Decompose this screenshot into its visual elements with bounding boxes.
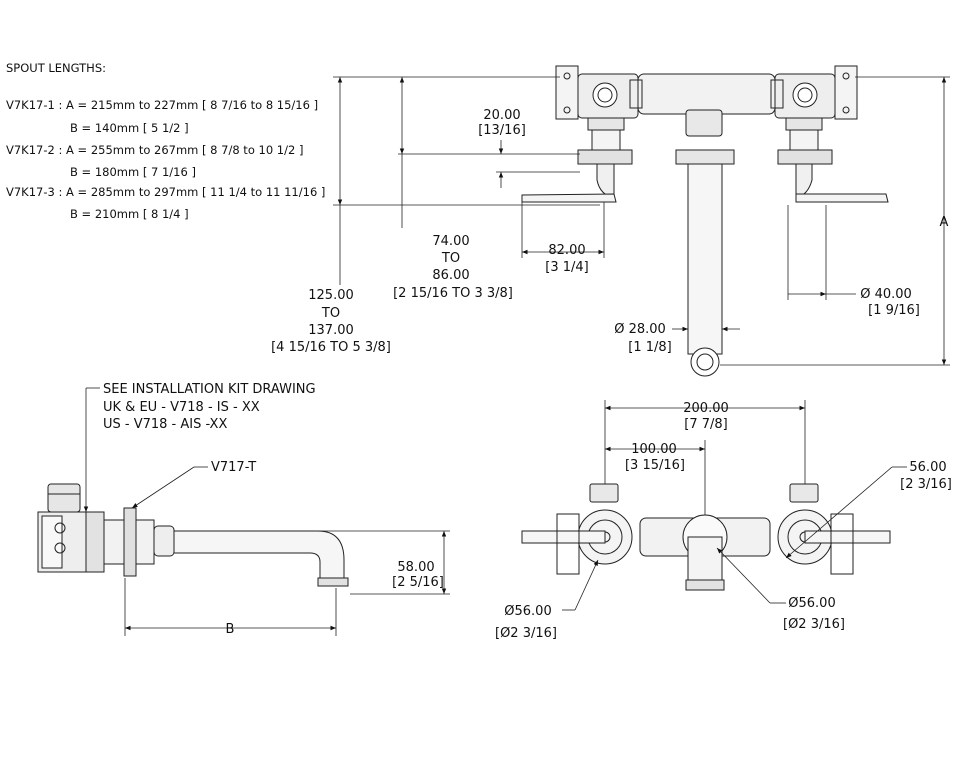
front-elevation xyxy=(521,65,889,377)
dim-200: 200.00 xyxy=(683,401,729,416)
dim-74-in: [2 15/16 TO 3 3/8] xyxy=(393,286,513,301)
install-kit-uk-eu: UK & EU - V718 - IS - XX xyxy=(103,400,260,415)
spout-lengths-heading: SPOUT LENGTHS: xyxy=(6,61,107,75)
dim-56-mid-in: [Ø2 3/16] xyxy=(783,617,845,632)
dim-20: 20.00 xyxy=(483,108,520,123)
dim-125-c: 137.00 xyxy=(308,323,354,338)
dim-56-mid: Ø56.00 xyxy=(788,596,835,611)
dim-100: 100.00 xyxy=(631,442,677,457)
dim-125-in: [4 15/16 TO 5 3/8] xyxy=(271,340,391,355)
top-view xyxy=(521,483,891,591)
dim-56-right-in: [2 3/16] xyxy=(900,477,952,492)
dim-20-in: [13/16] xyxy=(478,123,526,138)
spec-b-3: B = 210mm [ 8 1/4 ] xyxy=(70,207,189,221)
side-view xyxy=(37,483,349,587)
dim-28-in: [1 1/8] xyxy=(628,340,671,355)
dim-56-right: 56.00 xyxy=(909,460,946,475)
part-v717-t: V717-T xyxy=(211,460,256,475)
dim-82: 82.00 xyxy=(548,243,585,258)
dim-125-a: 125.00 xyxy=(308,288,354,303)
dim-74-a: 74.00 xyxy=(432,234,469,249)
side-dimensions xyxy=(83,387,450,636)
label-a: A xyxy=(940,215,949,230)
spec-model-2: V7K17-2 : xyxy=(6,143,63,157)
dim-28: Ø 28.00 xyxy=(614,322,666,337)
dim-56-left: Ø56.00 xyxy=(504,604,551,619)
dim-56-left-in: [Ø2 3/16] xyxy=(495,626,557,641)
dim-40-in: [1 9/16] xyxy=(868,303,920,318)
dim-74-c: 86.00 xyxy=(432,268,469,283)
front-dimensions xyxy=(333,76,950,366)
spec-model-3: V7K17-3 : xyxy=(6,185,63,199)
spec-a-1: A = 215mm to 227mm [ 8 7/16 to 8 15/16 ] xyxy=(66,98,319,112)
dim-82-in: [3 1/4] xyxy=(545,260,588,275)
spec-a-3: A = 285mm to 297mm [ 11 1/4 to 11 11/16 … xyxy=(66,185,326,199)
dim-125-b: TO xyxy=(321,306,340,321)
dim-74-b: TO xyxy=(441,251,460,266)
install-kit-note: SEE INSTALLATION KIT DRAWING xyxy=(103,382,316,397)
spec-a-2: A = 255mm to 267mm [ 8 7/8 to 10 1/2 ] xyxy=(66,143,304,157)
dim-100-in: [3 15/16] xyxy=(625,458,685,473)
install-kit-us: US - V718 - AIS -XX xyxy=(103,417,227,432)
dim-58-in: [2 5/16] xyxy=(392,575,444,590)
spec-b-1: B = 140mm [ 5 1/2 ] xyxy=(70,121,189,135)
spec-b-2: B = 180mm [ 7 1/16 ] xyxy=(70,165,196,179)
dim-58: 58.00 xyxy=(397,560,434,575)
label-b: B xyxy=(226,622,235,637)
spec-model-1: V7K17-1 : xyxy=(6,98,63,112)
top-dimensions xyxy=(562,400,907,611)
dim-40: Ø 40.00 xyxy=(860,287,912,302)
dim-200-in: [7 7/8] xyxy=(684,417,727,432)
